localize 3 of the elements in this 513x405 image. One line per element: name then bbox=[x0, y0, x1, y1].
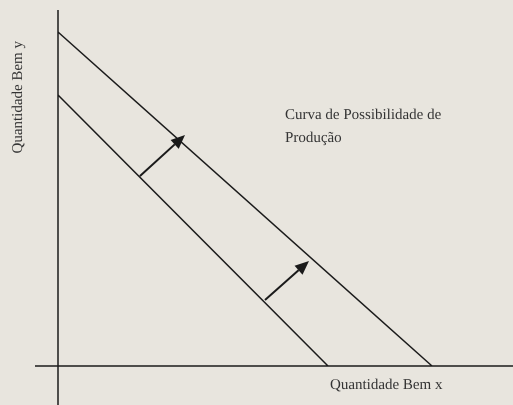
axis-label: Quantidade Bem y bbox=[10, 41, 26, 154]
axis-label: Quantidade Bem x bbox=[330, 377, 442, 393]
curve-label: Curva de Possibilidade de Produção bbox=[285, 107, 442, 146]
